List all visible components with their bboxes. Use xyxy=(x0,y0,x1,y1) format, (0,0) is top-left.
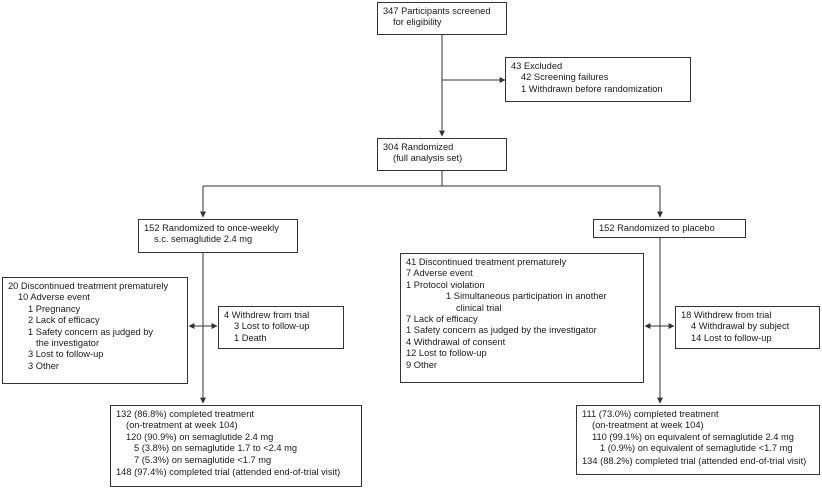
withdrew-death: 1 Death xyxy=(234,332,267,343)
semaglutide-completed-box: 132 (86.8%) completed treatment (on-trea… xyxy=(110,405,362,487)
disc-lost-follow-up: 3 Lost to follow-up xyxy=(28,349,104,360)
semaglutide-discontinued-box: 20 Discontinued treatment prematurely 10… xyxy=(2,277,188,384)
pl-disc-adverse-event: 7 Adverse event xyxy=(406,268,473,279)
randomized-label: (full analysis set) xyxy=(393,153,463,164)
excluded-screening-failures: 42 Screening failures xyxy=(521,72,609,83)
disc-total: 20 Discontinued treatment prematurely xyxy=(8,281,169,291)
disc-safety-concern-cont: the investigator xyxy=(36,338,100,349)
pl-disc-other: 9 Other xyxy=(406,359,438,370)
pl-withdrew-total: 18 Withdrew from trial xyxy=(681,310,772,320)
placebo-discontinued-box: 41 Discontinued treatment prematurely 7 … xyxy=(400,253,644,383)
disc-safety-concern: 1 Safety concern as judged by xyxy=(28,326,154,337)
screened-label: for eligibility xyxy=(393,17,442,28)
withdrew-total: 4 Withdrew from trial xyxy=(224,310,310,320)
sema-completed-trial: 148 (97.4%) completed trial (attended en… xyxy=(116,467,341,478)
placebo-arm-box: 152 Randomized to placebo xyxy=(593,219,746,238)
semaglutide-arm-dose: s.c. semaglutide 2.4 mg xyxy=(154,234,253,245)
sema-on-below-1-7mg: 7 (5.3%) on semaglutide <1.7 mg xyxy=(134,454,272,465)
pl-disc-simultaneous-cont: clinical trial xyxy=(456,302,502,313)
pl-withdrew-lost-follow-up: 14 Lost to follow-up xyxy=(691,332,772,343)
semaglutide-arm-box: 152 Randomized to once-weekly s.c. semag… xyxy=(138,219,298,253)
pl-disc-safety-concern: 1 Safety concern as judged by the invest… xyxy=(406,325,597,336)
screened-count: 347 Participants screened xyxy=(383,6,491,16)
randomized-box: 304 Randomized (full analysis set) xyxy=(377,138,507,171)
pl-completed-trial: 134 (88.2%) completed trial (attended en… xyxy=(582,455,807,466)
pl-on-equiv-below-1-7mg: 1 (0.9%) on equivalent of semaglutide <1… xyxy=(600,443,793,454)
screened-box: 347 Participants screened for eligibilit… xyxy=(377,2,507,35)
disc-adverse-event: 10 Adverse event xyxy=(18,292,90,303)
disc-lack-of-efficacy: 2 Lack of efficacy xyxy=(28,315,100,326)
excluded-total: 43 Excluded xyxy=(511,61,563,71)
pl-completed-treatment: 111 (73.0%) completed treatment xyxy=(582,409,719,419)
placebo-arm-count: 152 Randomized to placebo xyxy=(599,223,715,233)
pl-withdrew-by-subject: 4 Withdrawal by subject xyxy=(691,321,790,332)
semaglutide-arm-count: 152 Randomized to once-weekly xyxy=(144,223,279,233)
placebo-completed-box: 111 (73.0%) completed treatment (on-trea… xyxy=(576,405,820,475)
placebo-withdrew-box: 18 Withdrew from trial 4 Withdrawal by s… xyxy=(675,306,820,349)
pl-disc-total: 41 Discontinued treatment prematurely xyxy=(406,257,567,267)
sema-on-1-7-to-2-4mg: 5 (3.8%) on semaglutide 1.7 to <2.4 mg xyxy=(134,443,298,454)
pl-disc-lost-follow-up: 12 Lost to follow-up xyxy=(406,348,487,359)
pl-on-treatment: (on-treatment at week 104) xyxy=(592,420,704,431)
disc-pregnancy: 1 Pregnancy xyxy=(28,303,81,314)
disc-other: 3 Other xyxy=(28,360,60,371)
withdrew-lost-follow-up: 3 Lost to follow-up xyxy=(234,321,310,332)
pl-disc-protocol-violation: 1 Protocol violation xyxy=(406,279,485,290)
pl-disc-lack-of-efficacy: 7 Lack of efficacy xyxy=(406,314,478,325)
pl-disc-simultaneous: 1 Simultaneous participation in another xyxy=(446,291,607,302)
sema-completed-treatment: 132 (86.8%) completed treatment xyxy=(116,409,254,419)
pl-on-equiv-2-4mg: 110 (99.1%) on equivalent of semaglutide… xyxy=(592,431,794,442)
excluded-withdrawn: 1 Withdrawn before randomization xyxy=(521,83,663,94)
sema-on-treatment: (on-treatment at week 104) xyxy=(126,420,238,431)
randomized-count: 304 Randomized xyxy=(383,142,454,152)
sema-on-2-4mg: 120 (90.9%) on semaglutide 2.4 mg xyxy=(126,431,274,442)
excluded-box: 43 Excluded 42 Screening failures 1 With… xyxy=(505,57,691,102)
semaglutide-withdrew-box: 4 Withdrew from trial 3 Lost to follow-u… xyxy=(218,306,344,349)
pl-disc-withdrawal-consent: 4 Withdrawal of consent xyxy=(406,336,506,347)
